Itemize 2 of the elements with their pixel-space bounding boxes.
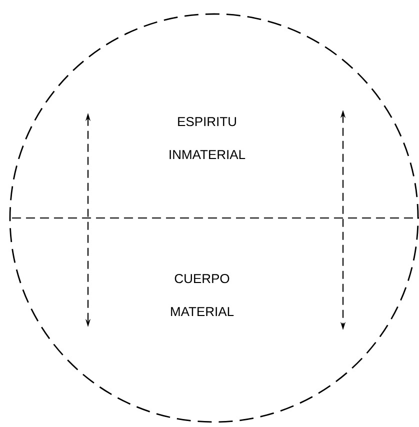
text-label: ESPIRITU INMATERIAL [170,116,246,160]
text-label: CUERPO MATERIAL [171,274,234,316]
